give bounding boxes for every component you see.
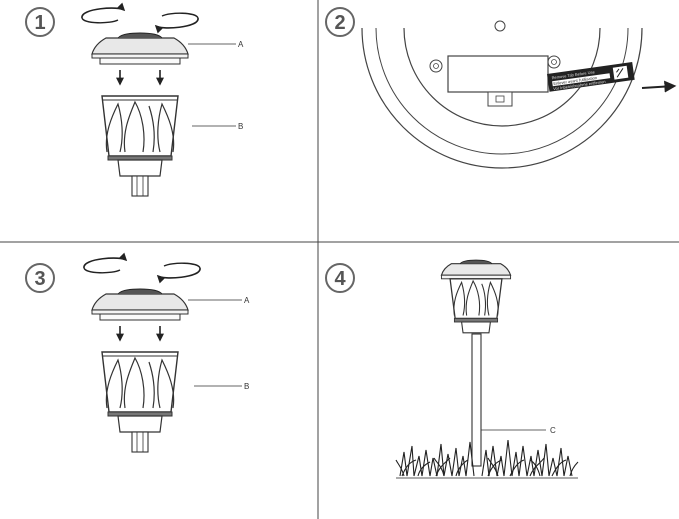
battery-compartment <box>447 55 549 93</box>
switch-icon <box>495 95 505 103</box>
step-number: 2 <box>334 12 345 34</box>
callout-label-b: B <box>244 382 249 391</box>
step-number-badge <box>25 263 55 293</box>
rotation-arrows-icon <box>82 8 198 28</box>
callout-label-a: A <box>238 40 244 49</box>
solar-cap-a <box>91 32 189 65</box>
panel-step-2: 2 Remove Tab Before Use Enlever avant l'… <box>325 7 677 169</box>
callout-label-b: B <box>238 122 243 131</box>
down-arrows-icon <box>120 326 160 340</box>
lantern-body-b <box>101 95 179 197</box>
lamp-underside-rim <box>375 27 629 155</box>
panel-step-1: 1 A B <box>25 7 244 197</box>
step-number: 4 <box>334 268 346 290</box>
pull-direction-arrow-icon <box>641 80 677 93</box>
tab-text-line-2: Enlever avant l'utilisation <box>553 75 597 86</box>
panel-step-3: 3 A B <box>25 258 250 453</box>
down-arrows-icon <box>120 70 160 84</box>
lantern-body-b <box>101 351 179 453</box>
assembled-lamp <box>440 259 512 334</box>
step-number: 3 <box>34 268 45 290</box>
panel-step-4: 4 C <box>325 259 579 479</box>
step-number-badge <box>325 263 355 293</box>
stake-pole <box>471 333 482 467</box>
grass <box>395 439 579 479</box>
rotation-arrows-icon <box>84 258 200 278</box>
callout-label-a: A <box>244 296 250 305</box>
step-number-badge <box>325 7 355 37</box>
step-number-badge <box>25 7 55 37</box>
screw-top-icon <box>494 20 506 32</box>
tab-text-line-1: Remove Tab Before Use <box>551 69 596 80</box>
solar-cap-a <box>91 288 189 321</box>
step-number: 1 <box>34 12 45 34</box>
callout-label-c: C <box>550 426 556 435</box>
